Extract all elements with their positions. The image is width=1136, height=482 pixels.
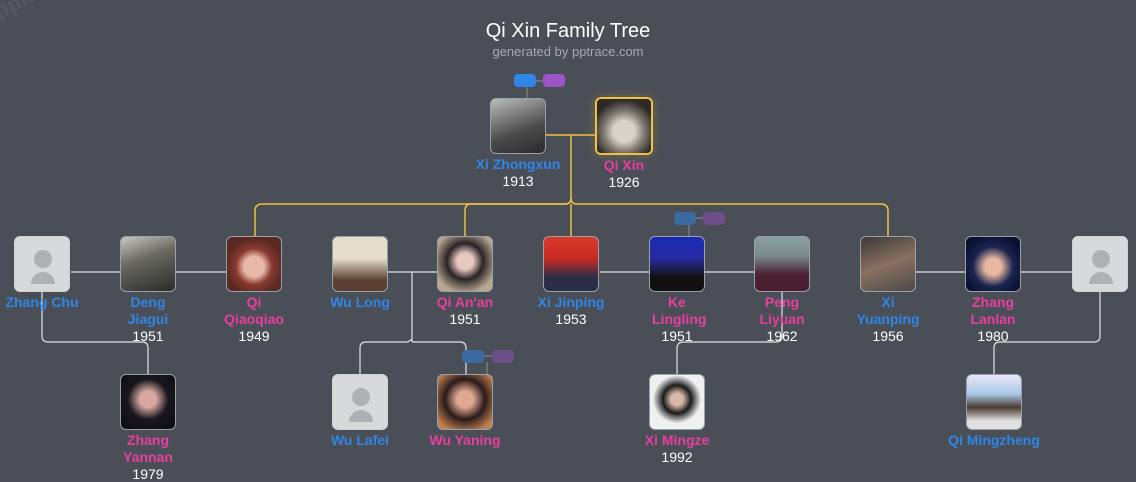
tree-subtitle: generated by pptrace.com: [492, 44, 644, 59]
person-node-qi-mingzheng[interactable]: Qi Mingzheng: [944, 374, 1044, 449]
photo-icon: [120, 374, 176, 430]
photo-icon: [649, 374, 705, 430]
photo-icon: [437, 374, 493, 430]
person-name: Zhang Yannan: [123, 432, 173, 465]
photo-icon: [965, 236, 1021, 292]
person-node-zhang-lanlan[interactable]: Zhang Lanlan 1980: [943, 236, 1043, 344]
person-node-qi-anan[interactable]: Qi An'an 1951: [415, 236, 515, 327]
male-toggle-icon[interactable]: [462, 350, 484, 363]
person-node-unknown-spouse[interactable]: [1050, 236, 1136, 292]
person-node-xi-jinping[interactable]: Xi Jinping 1953: [521, 236, 621, 327]
person-node-wu-lafei[interactable]: Wu Lafei: [310, 374, 410, 449]
person-name: Xi Zhongxun: [475, 156, 561, 172]
female-toggle-icon[interactable]: [703, 212, 725, 225]
photo-icon: [490, 98, 546, 154]
photo-icon: [595, 97, 653, 155]
photo-icon: [860, 236, 916, 292]
person-node-ke-lingling[interactable]: Ke Lingling 1951: [627, 236, 727, 344]
person-birth-year: 1980: [977, 328, 1009, 344]
person-name: Xi Yuanping: [856, 294, 920, 327]
person-name: Wu Lafei: [330, 432, 390, 448]
person-node-deng-jiagui[interactable]: Deng Jiagui 1951: [98, 236, 198, 344]
person-birth-year: 1979: [132, 466, 164, 482]
person-birth-year: 1962: [766, 328, 798, 344]
person-node-xi-mingze[interactable]: Xi Mingze 1992: [627, 374, 727, 465]
person-name: Qi An'an: [436, 294, 494, 310]
person-name: Wu Long: [330, 294, 390, 310]
person-name: Qi Mingzheng: [948, 432, 1040, 448]
photo-icon: [649, 236, 705, 292]
person-name: Xi Mingze: [644, 432, 710, 448]
person-node-xi-zhongxun[interactable]: Xi Zhongxun 1913: [468, 98, 568, 189]
person-name: Qi Xin: [603, 157, 645, 173]
person-node-qi-xin[interactable]: Qi Xin 1926: [574, 97, 674, 190]
female-toggle-icon[interactable]: [492, 350, 514, 363]
person-node-qi-qiaoqiao[interactable]: Qi Qiaoqiao 1949: [204, 236, 304, 344]
person-name: Zhang Chu: [5, 294, 79, 310]
person-placeholder-icon: [1072, 236, 1128, 292]
person-name: Deng Jiagui: [127, 294, 169, 327]
person-name: Qi Qiaoqiao: [224, 294, 284, 327]
person-birth-year: 1913: [502, 173, 534, 189]
person-birth-year: 1926: [608, 174, 640, 190]
person-birth-year: 1949: [238, 328, 270, 344]
person-node-wu-long[interactable]: Wu Long: [310, 236, 410, 311]
person-placeholder-icon: [332, 374, 388, 430]
person-placeholder-icon: [14, 236, 70, 292]
person-node-peng-liyuan[interactable]: Peng Liyuan 1962: [732, 236, 832, 344]
person-node-wu-yaning[interactable]: Wu Yaning: [415, 374, 515, 449]
person-birth-year: 1951: [449, 311, 481, 327]
male-toggle-icon[interactable]: [514, 74, 536, 87]
photo-icon: [332, 236, 388, 292]
photo-icon: [754, 236, 810, 292]
female-toggle-icon[interactable]: [543, 74, 565, 87]
person-name: Zhang Lanlan: [970, 294, 1016, 327]
person-node-zhang-chu[interactable]: Zhang Chu: [0, 236, 92, 311]
person-name: Ke Lingling: [652, 294, 707, 327]
person-name: Xi Jinping: [537, 294, 605, 310]
person-birth-year: 1953: [555, 311, 587, 327]
photo-icon: [966, 374, 1022, 430]
photo-icon: [437, 236, 493, 292]
tree-title: Qi Xin Family Tree: [485, 20, 651, 42]
photo-icon: [543, 236, 599, 292]
person-node-zhang-yannan[interactable]: Zhang Yannan 1979: [98, 374, 198, 482]
person-birth-year: 1951: [132, 328, 164, 344]
person-name: Peng Liyuan: [759, 294, 805, 327]
person-birth-year: 1951: [661, 328, 693, 344]
person-node-xi-yuanping[interactable]: Xi Yuanping 1956: [838, 236, 938, 344]
person-birth-year: 1956: [872, 328, 904, 344]
person-name: Wu Yaning: [429, 432, 501, 448]
photo-icon: [226, 236, 282, 292]
photo-icon: [120, 236, 176, 292]
person-birth-year: 1992: [661, 449, 693, 465]
male-toggle-icon[interactable]: [674, 212, 696, 225]
